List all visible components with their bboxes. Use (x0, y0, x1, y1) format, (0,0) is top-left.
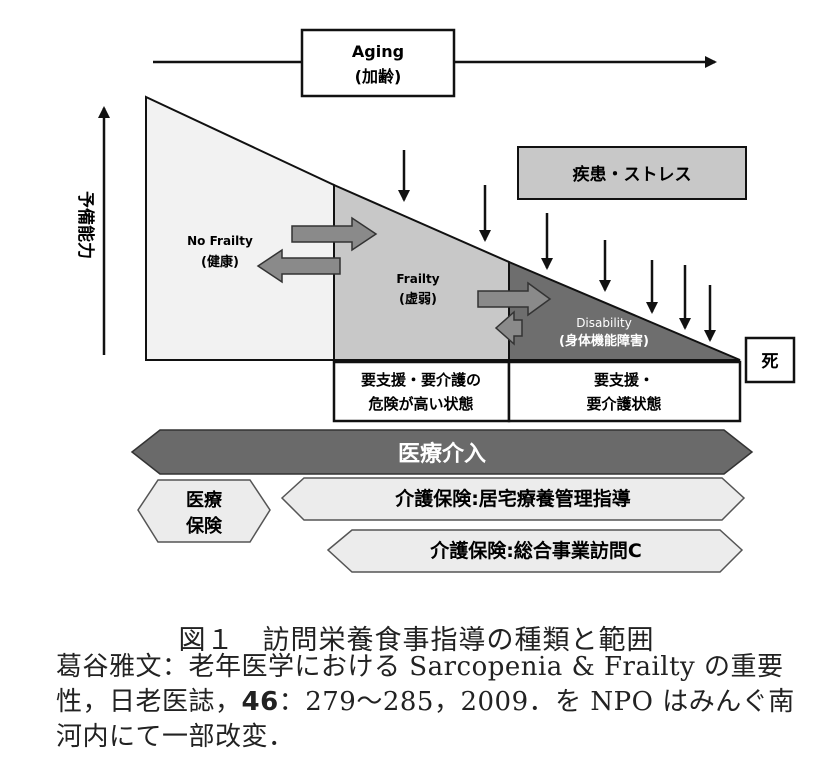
frailty-label: Frailty (396, 272, 439, 286)
decline-triangle (145, 95, 741, 361)
home-care-label: 介護保険:居宅療養管理指導 (394, 487, 631, 510)
frailty-label-jp: (虚弱) (399, 291, 437, 307)
stress-box-label: 疾患・ストレス (573, 164, 692, 185)
death-box: 死 (744, 336, 796, 384)
citation-volume: 46 (241, 687, 279, 717)
aging-axis: Aging (加齢) (153, 28, 717, 98)
aging-label: Aging (352, 42, 404, 61)
progress-arrow-icon (477, 281, 552, 317)
medical-intervention-band: 医療介入 (130, 429, 754, 475)
home-care-band: 介護保険:居宅療養管理指導 (280, 477, 746, 521)
disability-region (508, 260, 741, 361)
transition-arrows (256, 216, 552, 346)
death-label: 死 (762, 352, 779, 372)
medical-intervention-label: 医療介入 (398, 441, 486, 467)
no-frailty-label: No Frailty (187, 234, 253, 248)
care-state-label-1: 要支援・ (594, 371, 654, 389)
figure-citation: 葛谷雅文：老年医学における Sarcopenia & Frailty の重要性，… (56, 650, 796, 755)
citation-text-1: 葛谷雅文：老年医学における Sarcopenia & Frailty の重要性，… (56, 652, 784, 717)
general-service-band: 介護保険:総合事業訪問C (326, 529, 744, 573)
medical-insurance-label-2: 保険 (185, 515, 223, 537)
citation-text-2: ：279～285，2009．を NPO はみんぐ南河内にて一部改変． (56, 687, 795, 752)
no-frailty-label-jp: (健康) (201, 254, 239, 270)
disability-label-jp: (身体機能障害) (559, 333, 649, 349)
stress-box: 疾患・ストレス (517, 146, 747, 200)
medical-insurance-label-1: 医療 (186, 489, 223, 511)
frailty-diagram: Aging (加齢) 予備能力 No Frailty (健康) Frailty … (75, 28, 796, 573)
medical-insurance-band: 医療 保険 (137, 479, 271, 543)
general-service-label: 介護保険:総合事業訪問C (429, 539, 642, 562)
care-state-label-2: 要介護状態 (586, 395, 661, 413)
recovery-arrow-icon (494, 310, 523, 346)
risk-state-label-2: 危険が高い状態 (368, 395, 473, 413)
progress-arrow-icon (291, 216, 378, 252)
care-state-box: 要支援・ 要介護状態 (507, 360, 742, 423)
recovery-arrow-icon (256, 248, 341, 284)
figure-title: 図１ 訪問栄養食事指導の種類と範囲 (178, 625, 655, 656)
disability-label: Disability (576, 316, 632, 330)
aging-label-jp: (加齢) (355, 67, 402, 86)
reserve-axis: 予備能力 (75, 106, 110, 355)
reserve-capacity-label: 予備能力 (75, 191, 96, 259)
stress-arrows (398, 150, 716, 342)
risk-state-box: 要支援・要介護の 危険が高い状態 (332, 360, 511, 423)
risk-state-label-1: 要支援・要介護の (361, 371, 481, 389)
